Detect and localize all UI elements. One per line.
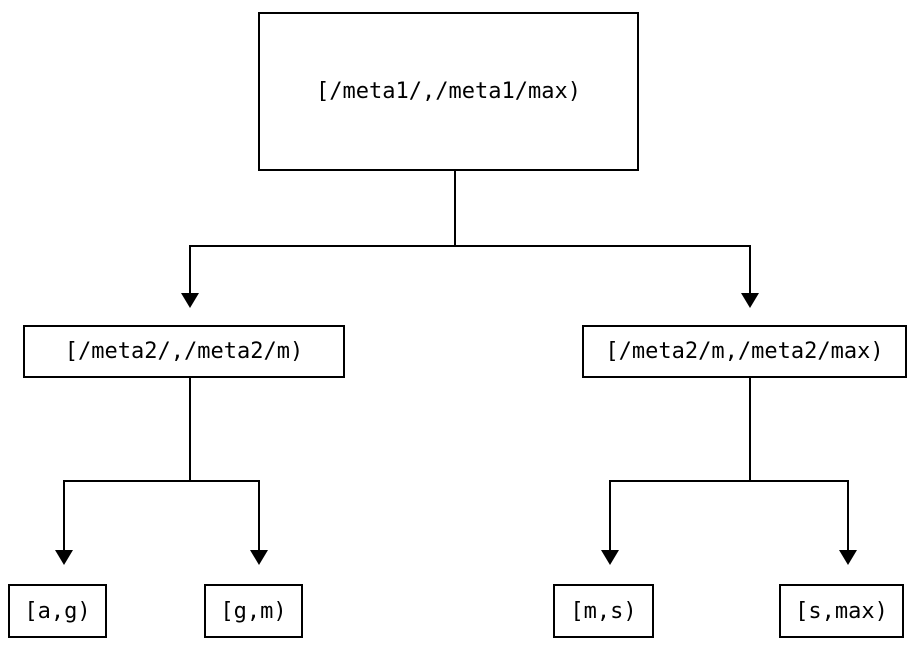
- arrowhead-down-icon: [839, 550, 857, 565]
- node-meta2-high: [/meta2/m,/meta2/max): [582, 325, 907, 378]
- edge-meta2-high-leaf-ms: [601, 378, 751, 565]
- edge-line: [455, 245, 751, 293]
- node-label: [/meta2/m,/meta2/max): [605, 339, 884, 364]
- edge-line: [63, 378, 191, 550]
- arrowhead-down-icon: [55, 550, 73, 565]
- node-label: [s,max): [795, 598, 888, 624]
- arrowhead-down-icon: [181, 293, 199, 308]
- node-label: [m,s): [570, 598, 637, 624]
- edge-line: [189, 171, 456, 293]
- edge-line: [609, 378, 751, 550]
- node-leaf-ag: [a,g): [8, 584, 107, 638]
- edge-line: [190, 480, 260, 550]
- node-leaf-gm: [g,m): [204, 584, 303, 638]
- edge-root-meta2-low: [181, 171, 456, 308]
- node-leaf-ms: [m,s): [553, 584, 654, 638]
- edge-root-meta2-high: [455, 245, 759, 308]
- node-label: [/meta1/,/meta1/max): [316, 79, 581, 104]
- node-label: [a,g): [24, 598, 91, 624]
- edge-meta2-low-leaf-gm: [190, 480, 268, 565]
- arrowhead-down-icon: [601, 550, 619, 565]
- node-leaf-smax: [s,max): [779, 584, 904, 638]
- node-label: [/meta2/,/meta2/m): [64, 339, 304, 364]
- arrowhead-down-icon: [250, 550, 268, 565]
- node-meta2-low: [/meta2/,/meta2/m): [23, 325, 345, 378]
- edge-line: [750, 480, 849, 550]
- arrowhead-down-icon: [741, 293, 759, 308]
- node-root: [/meta1/,/meta1/max): [258, 12, 639, 171]
- node-label: [g,m): [220, 598, 287, 624]
- edge-meta2-low-leaf-ag: [55, 378, 191, 565]
- edge-meta2-high-leaf-smax: [750, 480, 857, 565]
